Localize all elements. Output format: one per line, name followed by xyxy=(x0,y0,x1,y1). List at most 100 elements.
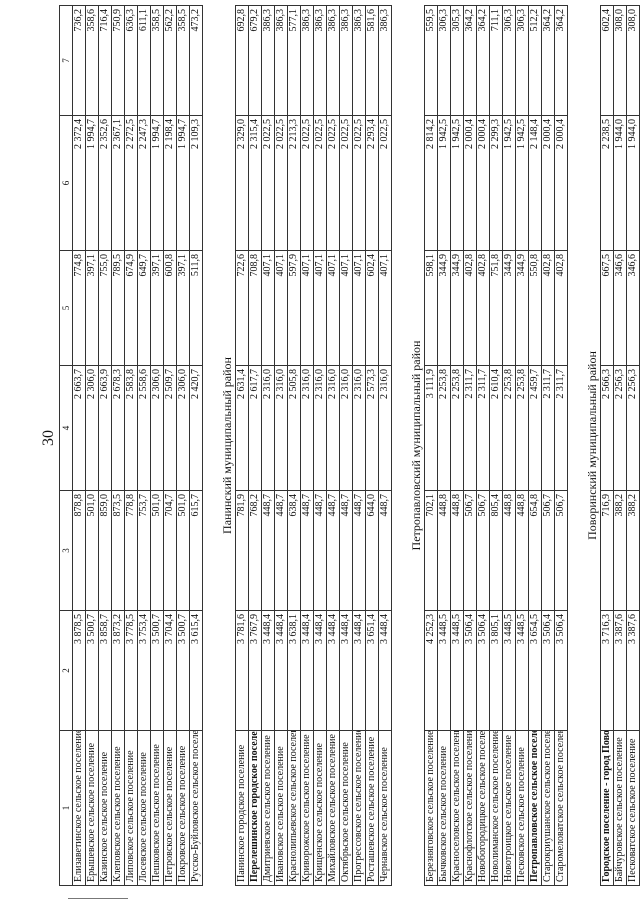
header-row: 1 2 3 4 5 6 7 xyxy=(59,5,73,886)
value-cell: 2 109,3 xyxy=(189,115,203,251)
value-cell: 388,2 xyxy=(626,490,640,611)
value-cell: 358,5 xyxy=(150,5,164,116)
value-cell: 3 500,7 xyxy=(85,610,99,731)
header-cell: 4 xyxy=(59,365,73,491)
value-cell: 2 311,7 xyxy=(463,365,477,491)
value-cell: 1 994,7 xyxy=(176,115,190,251)
value-cell: 407,1 xyxy=(352,250,366,366)
table-body: 1 2 3 4 5 6 7 Елизаветинское сельское по… xyxy=(59,5,640,886)
value-cell: 755,0 xyxy=(98,250,112,366)
value-cell: 3 716,3 xyxy=(600,610,614,731)
value-cell: 473,2 xyxy=(189,5,203,116)
value-cell: 2 306,0 xyxy=(150,365,164,491)
value-cell: 4 252,3 xyxy=(424,610,438,731)
value-cell: 3 111,9 xyxy=(424,365,438,491)
value-cell: 512,2 xyxy=(528,5,542,116)
value-cell: 386,3 xyxy=(261,5,275,116)
value-cell: 407,1 xyxy=(300,250,314,366)
value-cell: 751,8 xyxy=(489,250,503,366)
value-cell: 654,8 xyxy=(528,490,542,611)
value-cell: 402,8 xyxy=(476,250,490,366)
settlement-name-cell: Русско-Буйловское сельское поселение xyxy=(189,730,203,886)
value-cell: 774,8 xyxy=(72,250,86,366)
value-cell: 2 253,8 xyxy=(502,365,516,491)
value-cell: 577,1 xyxy=(287,5,301,116)
value-cell: 1 994,7 xyxy=(150,115,164,251)
value-cell: 750,9 xyxy=(111,5,125,116)
value-cell: 778,8 xyxy=(124,490,138,611)
settlement-name-cell: Петропавловское сельское поселение xyxy=(528,730,542,886)
value-cell: 2 148,4 xyxy=(528,115,542,251)
value-cell: 644,0 xyxy=(365,490,379,611)
section-title: Петропавловский муниципальный район xyxy=(409,340,423,551)
value-cell: 873,5 xyxy=(111,490,125,611)
value-cell: 3 448,5 xyxy=(450,610,464,731)
value-cell: 2 311,7 xyxy=(541,365,555,491)
value-cell: 2 022,5 xyxy=(300,115,314,251)
settlement-name-cell: Михайловское сельское поселение xyxy=(326,730,340,886)
section-title: Панинский муниципальный район xyxy=(220,357,234,534)
value-cell: 581,6 xyxy=(365,5,379,116)
value-cell: 768,2 xyxy=(248,490,262,611)
value-cell: 306,3 xyxy=(437,5,451,116)
value-cell: 386,3 xyxy=(352,5,366,116)
value-cell: 3 448,5 xyxy=(515,610,529,731)
section-title: Поворинский муниципальный район xyxy=(585,351,599,540)
value-cell: 3 448,4 xyxy=(261,610,275,731)
value-cell: 448,8 xyxy=(450,490,464,611)
value-cell: 402,8 xyxy=(541,250,555,366)
value-cell: 3 506,4 xyxy=(476,610,490,731)
value-cell: 789,5 xyxy=(111,250,125,366)
value-cell: 674,9 xyxy=(124,250,138,366)
value-cell: 344,9 xyxy=(515,250,529,366)
settlement-name-cell: Новотроицкое сельское поселение xyxy=(502,730,516,886)
value-cell: 2 316,0 xyxy=(326,365,340,491)
value-cell: 3 873,2 xyxy=(111,610,125,731)
settlement-name-cell: Панинское городское поселение xyxy=(235,730,249,886)
settlement-name-cell: Городское поселение - город Поворино xyxy=(600,730,614,886)
value-cell: 3 753,4 xyxy=(137,610,151,731)
value-cell: 407,1 xyxy=(274,250,288,366)
value-cell: 448,8 xyxy=(502,490,516,611)
settlement-name-cell: Лосевское сельское поселение xyxy=(137,730,151,886)
value-cell: 3 704,4 xyxy=(163,610,177,731)
value-cell: 2 022,5 xyxy=(378,115,392,251)
value-cell: 3 500,7 xyxy=(150,610,164,731)
value-cell: 3 448,4 xyxy=(352,610,366,731)
value-cell: 2 299,3 xyxy=(489,115,503,251)
value-cell: 2 022,5 xyxy=(352,115,366,251)
value-cell: 506,7 xyxy=(463,490,477,611)
value-cell: 364,2 xyxy=(554,5,568,116)
value-cell: 308,0 xyxy=(626,5,640,116)
value-cell: 3 500,7 xyxy=(176,610,190,731)
value-cell: 3 448,5 xyxy=(502,610,516,731)
value-cell: 386,3 xyxy=(378,5,392,116)
value-cell: 708,8 xyxy=(248,250,262,366)
value-cell: 386,3 xyxy=(313,5,327,116)
value-cell: 501,0 xyxy=(150,490,164,611)
value-cell: 2 238,5 xyxy=(600,115,614,251)
value-cell: 878,8 xyxy=(72,490,86,611)
value-cell: 3 615,4 xyxy=(189,610,203,731)
value-cell: 2 000,4 xyxy=(554,115,568,251)
value-cell: 1 944,0 xyxy=(613,115,627,251)
value-cell: 1 942,5 xyxy=(502,115,516,251)
value-cell: 2 329,0 xyxy=(235,115,249,251)
value-cell: 2 367,1 xyxy=(111,115,125,251)
value-cell: 3 448,4 xyxy=(378,610,392,731)
value-cell: 2 316,0 xyxy=(313,365,327,491)
value-cell: 3 448,4 xyxy=(274,610,288,731)
value-cell: 397,1 xyxy=(176,250,190,366)
value-cell: 692,8 xyxy=(235,5,249,116)
